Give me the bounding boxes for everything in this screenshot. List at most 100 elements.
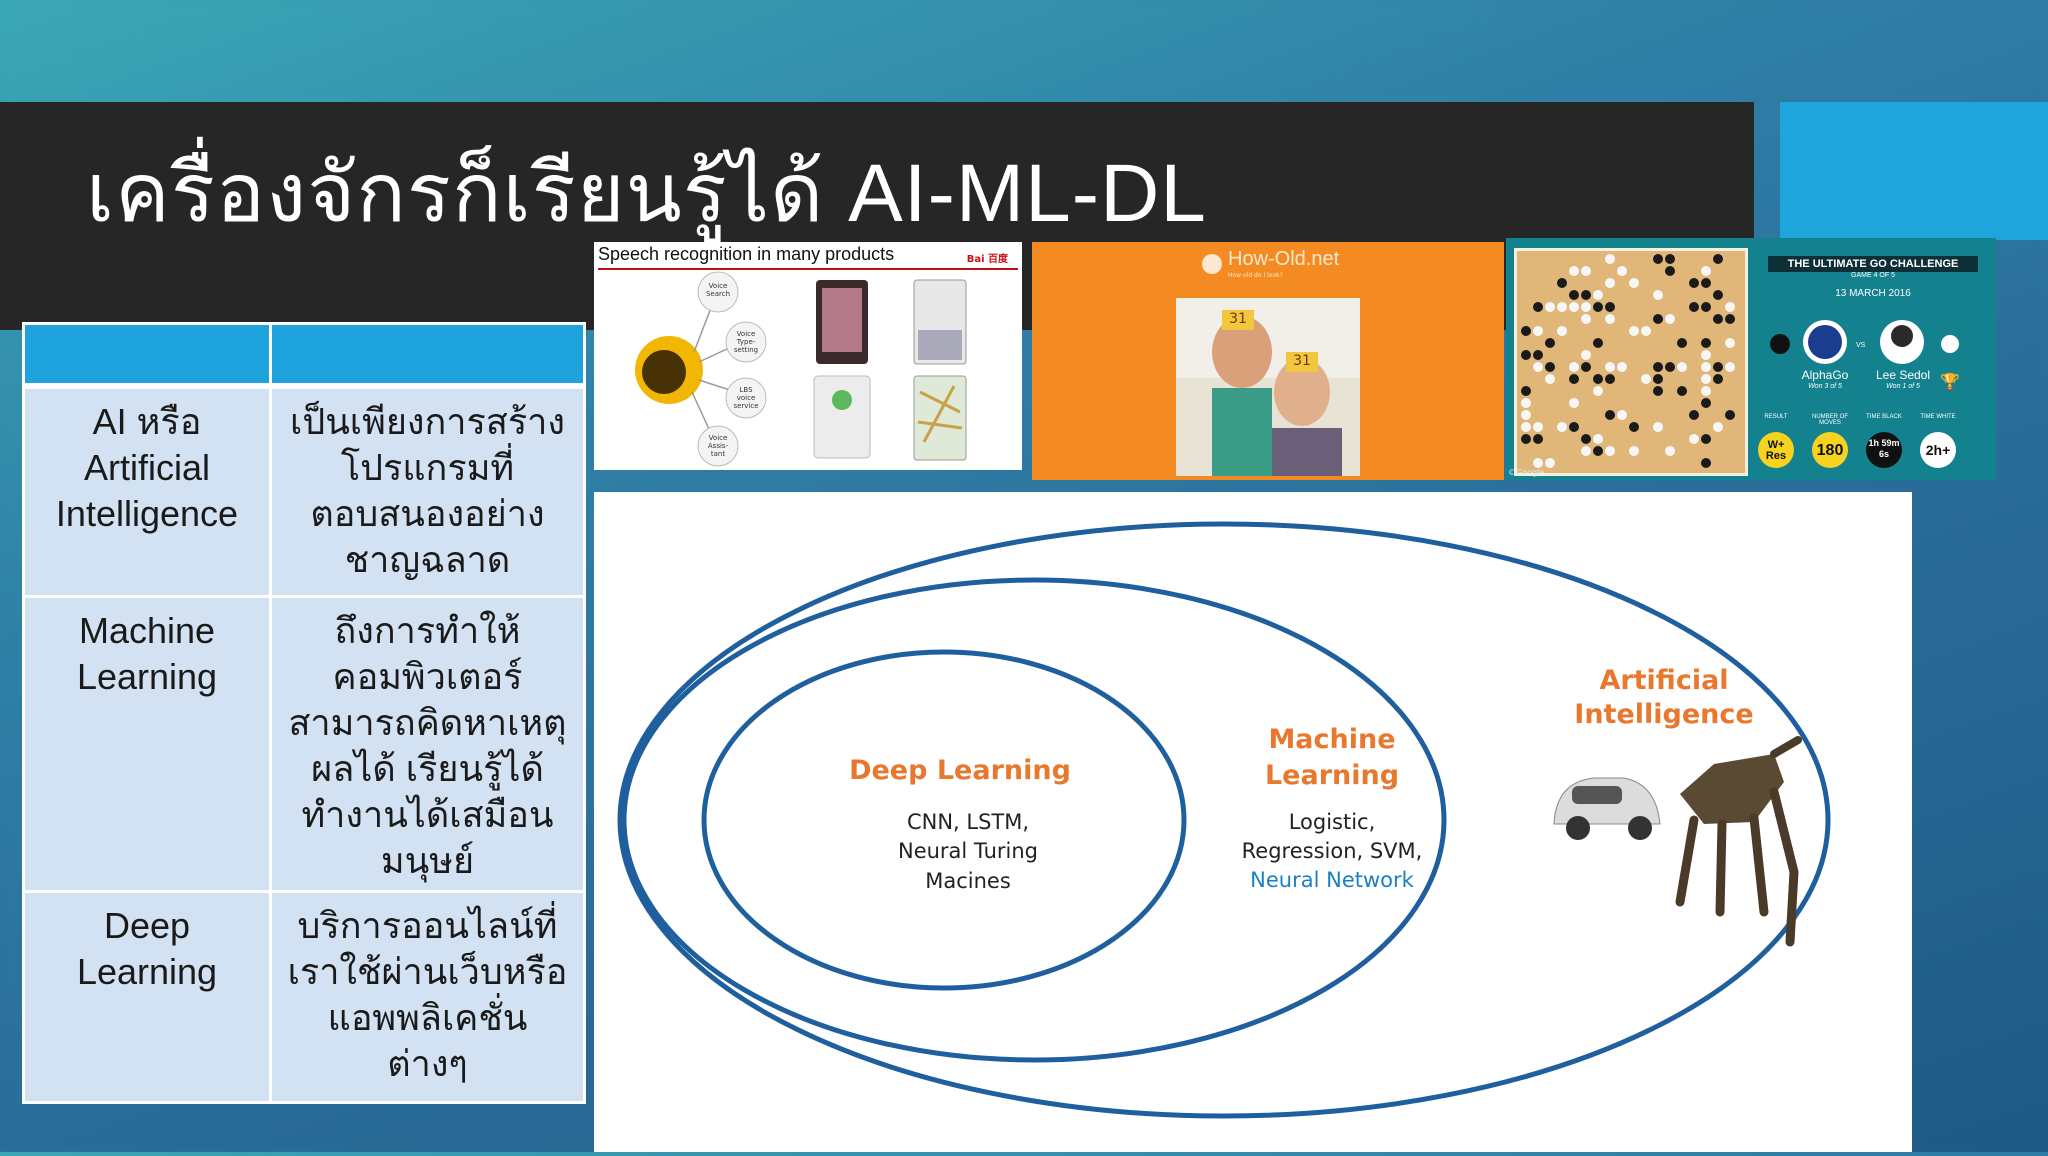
go-stone — [1569, 302, 1579, 312]
go-stone — [1653, 254, 1663, 264]
go-stone — [1557, 302, 1567, 312]
go-stone — [1569, 362, 1579, 372]
go-stone — [1689, 302, 1699, 312]
go-challenge-image: ©Google THE ULTIMATE GO CHALLENGE GAME 4… — [1506, 238, 1996, 480]
go-stone — [1569, 374, 1579, 384]
desc-line: แอพพลิเคชั่น — [327, 997, 528, 1038]
go-player2-score: Won 1 of 5 — [1886, 383, 1920, 390]
go-stone — [1677, 362, 1687, 372]
term-cell: AI หรือ Artificial Intelligence — [22, 384, 272, 598]
go-stone — [1653, 314, 1663, 324]
go-stone — [1629, 278, 1639, 288]
go-date: 13 MARCH 2016 — [1835, 288, 1911, 299]
go-stone — [1617, 410, 1627, 420]
go-stone — [1521, 386, 1531, 396]
go-stone — [1617, 362, 1627, 372]
go-stone — [1701, 302, 1711, 312]
ai-label-line: Artificial — [1599, 665, 1728, 696]
go-stone — [1581, 302, 1591, 312]
go-stone — [1557, 422, 1567, 432]
go-stat-value: W+ Res — [1765, 439, 1787, 462]
go-stone — [1713, 374, 1723, 384]
go-stone — [1701, 338, 1711, 348]
dl-sub-line: Neural Turing — [898, 839, 1038, 863]
desc-line: คอมพิวเตอร์ — [332, 656, 523, 697]
go-stone — [1677, 386, 1687, 396]
ai-label-line: Intelligence — [1574, 699, 1753, 730]
go-stone — [1605, 374, 1615, 384]
howold-tagline: How old do I look? — [1228, 272, 1283, 279]
go-stone — [1725, 302, 1735, 312]
ml-sub-line: Logistic, — [1289, 810, 1376, 834]
go-stat-label: TIME BLACK — [1866, 414, 1902, 420]
go-stone — [1581, 434, 1591, 444]
go-stone — [1581, 362, 1591, 372]
go-stone — [1593, 446, 1603, 456]
self-driving-car-icon — [1553, 777, 1661, 840]
go-stone — [1593, 302, 1603, 312]
go-stone — [1689, 278, 1699, 288]
go-stone — [1557, 278, 1567, 288]
ml-label-line: Learning — [1265, 760, 1399, 791]
dl-ellipse — [701, 649, 1187, 991]
description-cell: ถึงการทำให้ คอมพิวเตอร์ สามารถคิดหาเหตุ … — [269, 595, 586, 893]
go-stone — [1653, 374, 1663, 384]
go-stone — [1557, 326, 1567, 336]
go-stone — [1533, 302, 1543, 312]
go-stones-icon — [1521, 254, 1735, 468]
go-stone — [1581, 350, 1591, 360]
go-stone — [1665, 362, 1675, 372]
desc-line: ชาญฉลาด — [344, 539, 511, 580]
desc-line: ถึงการทำให้ — [334, 610, 521, 651]
go-stone — [1665, 446, 1675, 456]
accent-block — [1780, 102, 2048, 240]
go-header: THE ULTIMATE GO CHALLENGE — [1768, 256, 1978, 272]
go-stone — [1605, 410, 1615, 420]
table-row: Machine Learning ถึงการทำให้ คอมพิวเตอร์… — [22, 595, 586, 893]
go-stat-value: 180 — [1816, 442, 1844, 459]
age-badge: 31 — [1293, 353, 1311, 369]
go-board — [1514, 248, 1748, 476]
desc-line: เป็นเพียงการสร้าง — [290, 401, 565, 442]
term-line: Learning — [76, 656, 218, 697]
ai-ml-dl-diagram: Artificial Intelligence Machine Learning… — [594, 492, 1912, 1152]
go-stone — [1533, 422, 1543, 432]
go-stone — [1605, 278, 1615, 288]
desc-line: มนุษย์ — [380, 840, 475, 881]
go-players-icon — [1758, 320, 1959, 468]
go-stone — [1641, 326, 1651, 336]
go-player1: AlphaGo — [1801, 368, 1849, 382]
slide-title: เครื่องจักรก็เรียนรู้ได้ AI-ML-DL — [86, 148, 1207, 239]
go-stone — [1605, 362, 1615, 372]
table-header-cell — [269, 322, 586, 389]
go-stone — [1701, 278, 1711, 288]
go-stone — [1569, 290, 1579, 300]
bubble-label: Voice Assis-tant — [707, 434, 729, 458]
go-stone — [1689, 434, 1699, 444]
go-game: GAME 4 OF 5 — [1851, 272, 1895, 279]
go-stone — [1605, 254, 1615, 264]
go-player1-score: Won 3 of 5 — [1808, 383, 1842, 390]
dl-sub-line: CNN, LSTM, — [907, 810, 1029, 834]
go-stone — [1701, 434, 1711, 444]
term-line: Artificial — [83, 447, 211, 488]
go-stone — [1533, 362, 1543, 372]
go-stone — [1641, 374, 1651, 384]
go-stone — [1725, 338, 1735, 348]
go-stone — [1605, 446, 1615, 456]
go-stone — [1533, 434, 1543, 444]
term-line: Learning — [76, 951, 218, 992]
go-stone — [1593, 386, 1603, 396]
go-stone — [1665, 266, 1675, 276]
desc-line: โปรแกรมที่ — [340, 447, 515, 488]
bubble-label: LBS voice service — [733, 386, 759, 410]
description-cell: บริการออนไลน์ที่ เราใช้ผ่านเว็บหรือ แอพพ… — [269, 890, 586, 1104]
go-vs: VS — [1856, 342, 1866, 349]
go-stone — [1725, 362, 1735, 372]
ml-ellipse — [621, 577, 1447, 1063]
ml-sub-line: Regression, SVM, — [1242, 839, 1423, 863]
go-stat-value: 2h+ — [1925, 442, 1951, 458]
go-stone — [1629, 326, 1639, 336]
go-stone — [1701, 266, 1711, 276]
go-stone — [1629, 422, 1639, 432]
